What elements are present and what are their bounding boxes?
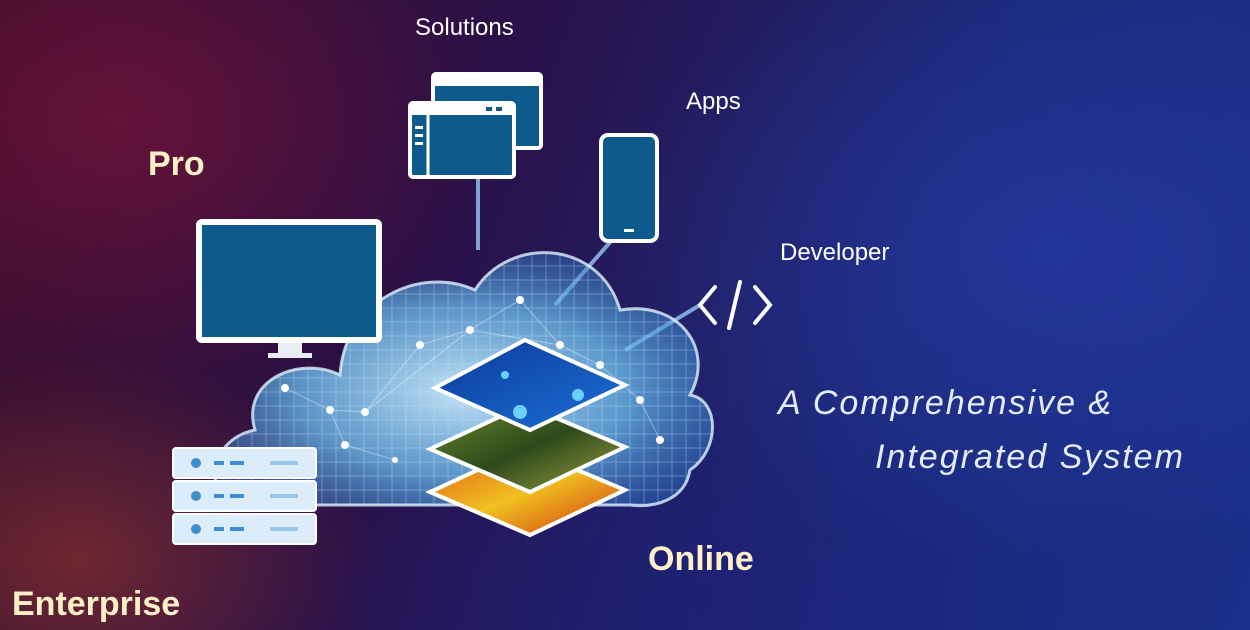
label-online: Online — [648, 540, 754, 578]
code-brackets-icon — [697, 280, 773, 330]
tagline-line-2: Integrated System — [875, 438, 1185, 476]
mobile-phone-icon — [599, 133, 659, 243]
label-solutions: Solutions — [415, 14, 514, 41]
server-rack-icon — [172, 447, 317, 545]
solutions-windows-icon — [408, 72, 543, 179]
label-pro: Pro — [148, 145, 205, 183]
label-apps: Apps — [686, 88, 741, 115]
label-developer: Developer — [780, 239, 890, 266]
tagline-line-1: A Comprehensive & — [778, 384, 1114, 422]
label-enterprise: Enterprise — [12, 585, 181, 623]
map-layers-icon — [425, 337, 630, 538]
desktop-monitor-icon — [196, 219, 382, 358]
